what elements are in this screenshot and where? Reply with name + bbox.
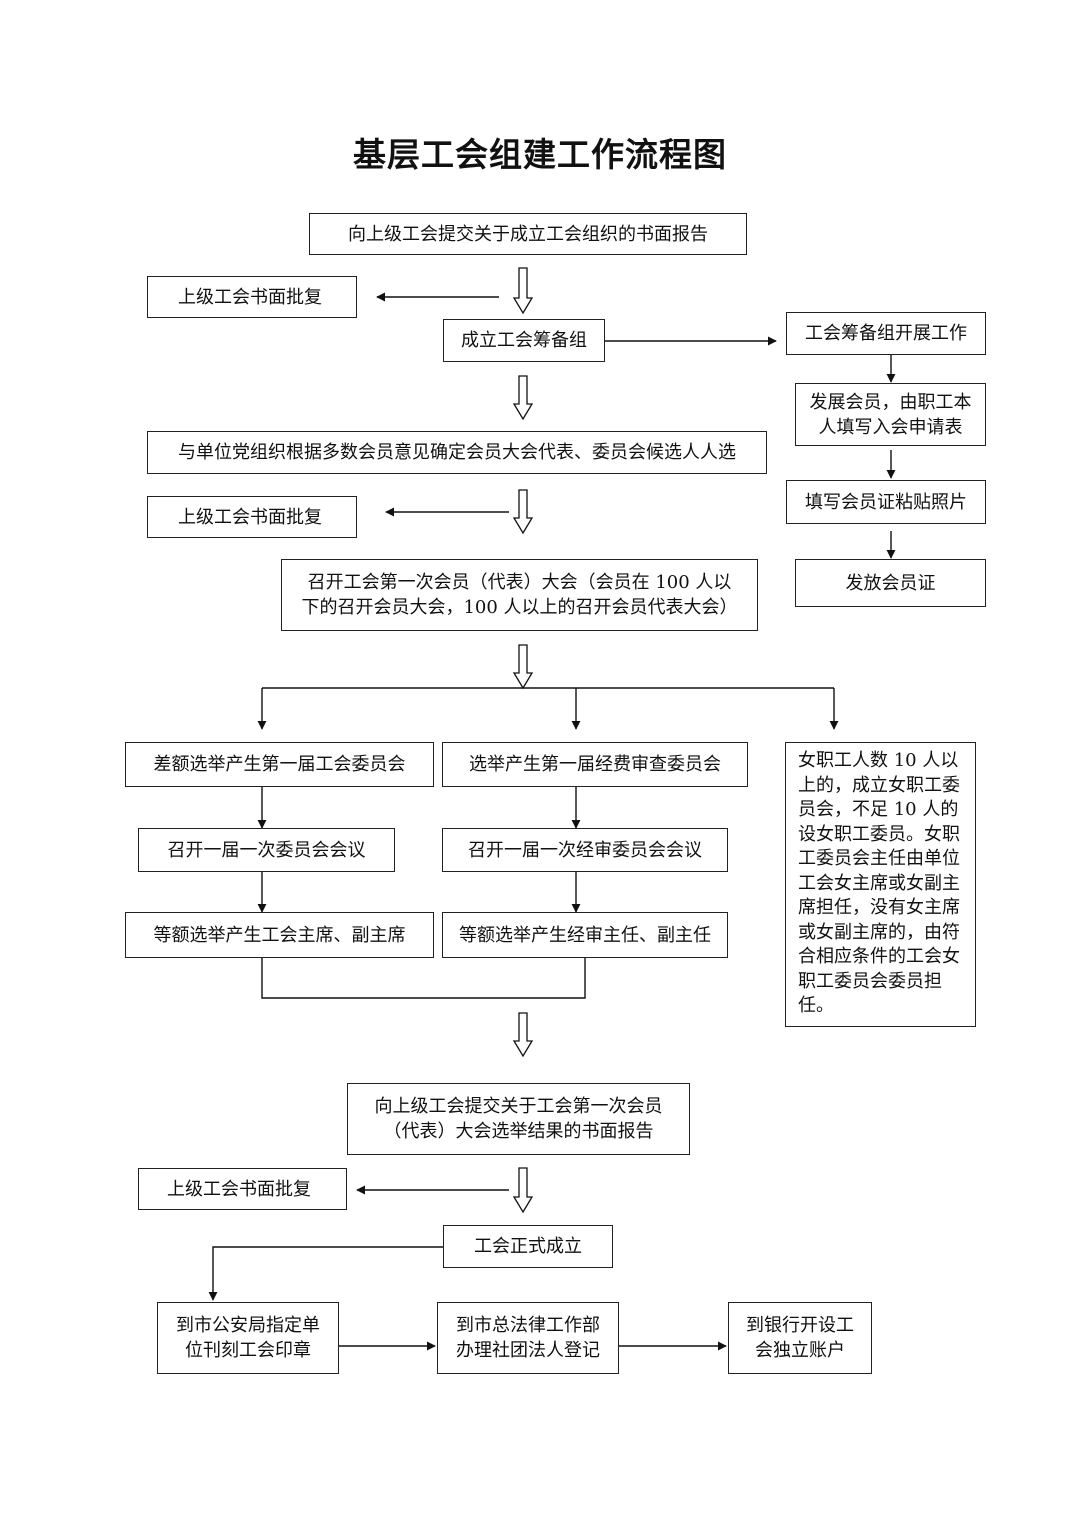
- node-elect-committee: 差额选举产生第一届工会委员会: [125, 742, 434, 787]
- node-first-congress: 召开工会第一次会员（代表）大会（会员在 100 人以下的召开会员大会，100 人…: [281, 559, 758, 631]
- hollow-arrow-1: [512, 267, 534, 315]
- arrow-established-to-seal: [208, 1246, 443, 1301]
- node-committee-meeting: 召开一届一次委员会会议: [138, 828, 395, 872]
- node-elect-audit-chair: 等额选举产生经审主任、副主任: [442, 912, 728, 958]
- node-report-2: 向上级工会提交关于工会第一次会员（代表）大会选举结果的书面报告: [347, 1083, 690, 1155]
- hollow-arrow-2: [512, 375, 534, 421]
- page-title: 基层工会组建工作流程图: [353, 135, 727, 174]
- hollow-arrow-5: [512, 1012, 534, 1058]
- node-report-1: 向上级工会提交关于成立工会组织的书面报告: [309, 213, 747, 255]
- node-issue-card: 发放会员证: [795, 559, 986, 607]
- hollow-arrow-6: [512, 1167, 534, 1214]
- node-elect-audit: 选举产生第一届经费审查委员会: [442, 742, 748, 787]
- node-approval-1: 上级工会书面批复: [147, 276, 357, 318]
- node-union-established: 工会正式成立: [443, 1225, 613, 1268]
- node-elect-chair: 等额选举产生工会主席、副主席: [125, 912, 434, 958]
- node-develop-members: 发展会员，由职工本人填写入会申请表: [795, 383, 986, 446]
- node-seal: 到市公安局指定单位刊刻工会印章: [157, 1302, 339, 1374]
- node-fill-card: 填写会员证粘贴照片: [786, 480, 986, 524]
- node-bank-account: 到银行开设工会独立账户: [728, 1302, 872, 1374]
- node-audit-meeting: 召开一届一次经审委员会会议: [442, 828, 728, 872]
- node-candidates: 与单位党组织根据多数会员意见确定会员大会代表、委员会候选人人选: [147, 431, 767, 474]
- node-prep-group: 成立工会筹备组: [443, 319, 605, 362]
- node-legal-registration: 到市总法律工作部办理社团法人登记: [437, 1302, 619, 1374]
- node-women-rule: 女职工人数 10 人以上的，成立女职工委员会，不足 10 人的设女职工委员。女职…: [785, 742, 976, 1027]
- hollow-arrow-4: [512, 644, 534, 690]
- hollow-arrow-3: [512, 489, 534, 535]
- node-approval-2: 上级工会书面批复: [147, 496, 357, 538]
- node-prep-work: 工会筹备组开展工作: [786, 312, 986, 355]
- node-approval-3: 上级工会书面批复: [138, 1168, 347, 1210]
- merge-bracket: [261, 958, 586, 999]
